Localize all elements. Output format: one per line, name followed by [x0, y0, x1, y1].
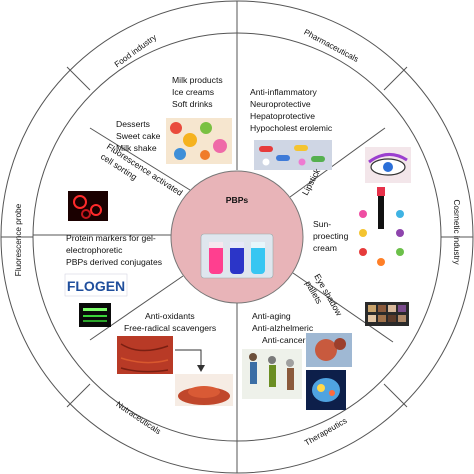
outer-label-cosmetic-industry: Cosmetic industry [452, 199, 461, 265]
food-item: Ice creams [172, 87, 214, 97]
food-item: Milk shake [116, 143, 157, 153]
cosmetic-sunscreen-label: Sun- [313, 219, 331, 229]
arrow-head-icon [197, 365, 205, 372]
brain-scan-image [306, 370, 346, 410]
cosmetic-sunscreen-label: proecting [313, 231, 349, 241]
food-item: Desserts [116, 119, 150, 129]
lipstick-image [359, 187, 404, 266]
spirulina-strands-image [117, 336, 173, 374]
candy-image [166, 118, 232, 164]
gel-bands-image [79, 303, 111, 327]
outer-label-fluorescence-probe: Fluorescence probe [14, 203, 23, 276]
pharma-item: Anti-inflammatory [250, 87, 318, 97]
fluor-marker-label: Protein markers for gel- [66, 233, 156, 243]
nutra-item: Anti-oxidants [145, 311, 195, 321]
flogen-logo-text: FLOGEN [67, 278, 125, 294]
food-item: Soft drinks [172, 99, 213, 109]
nutra-item: Free-radical scavengers [124, 323, 216, 333]
therapeutic-item: Anti-cancer [262, 335, 306, 345]
fluorescent-cells-image [68, 191, 108, 221]
pharma-item: Neuroprotective [250, 99, 311, 109]
pharma-item: Hepatoprotective [250, 111, 315, 121]
process-arrow [175, 349, 202, 366]
food-item: Sweet cake [116, 131, 161, 141]
food-item: Milk products [172, 75, 223, 85]
therapeutic-item: Anti-alzhelmeric [252, 323, 314, 333]
pills-image [254, 140, 332, 170]
pharma-item: Hypocholest erolemic [250, 123, 333, 133]
flogen-logo: FLOGEN [64, 273, 128, 297]
tumor-image [306, 333, 352, 367]
therapeutic-item: Anti-aging [252, 311, 291, 321]
fluor-marker-label: PBPs derived conjugates [66, 257, 162, 267]
elderly-figures-image [242, 349, 302, 399]
powder-image [175, 374, 233, 406]
center-title: PBPs [226, 195, 249, 205]
eyeshadow-palette-image [365, 302, 409, 326]
cosmetic-sunscreen-label: cream [313, 243, 337, 253]
pbp-vials-image [200, 233, 274, 279]
eye-makeup-image [365, 147, 411, 183]
fluor-marker-label: electrophoretic [66, 245, 123, 255]
inner-dividers [33, 33, 394, 441]
